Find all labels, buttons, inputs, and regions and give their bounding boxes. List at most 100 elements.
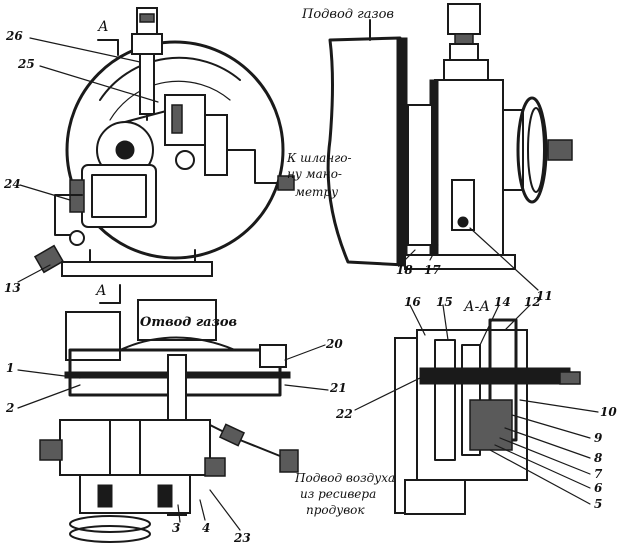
- lower-box-inner: [91, 174, 147, 218]
- leader-21: [284, 384, 329, 391]
- manometer-pipe: [226, 149, 281, 184]
- side-linkage: [451, 179, 475, 231]
- side-valve: [204, 114, 228, 176]
- front-view: [17, 7, 295, 283]
- turbine-dome: [119, 336, 236, 351]
- valve-block: [164, 94, 206, 146]
- leader-11: [469, 227, 539, 291]
- leader-16: [409, 304, 426, 336]
- leader-4: [199, 499, 206, 521]
- leader-14: [479, 304, 500, 346]
- leader-3: [177, 504, 181, 523]
- callout-13: 13: [4, 281, 21, 295]
- section-a-bottom-label: А: [96, 283, 107, 299]
- pivot-circle: [175, 150, 195, 170]
- leader-24: [19, 184, 71, 201]
- leader-13: [17, 264, 51, 283]
- section-aa-title: А-А: [464, 299, 490, 315]
- side-top-cap: [447, 3, 481, 35]
- leader-26: [29, 37, 141, 63]
- callout-4: 4: [202, 521, 211, 535]
- callout-10: 10: [600, 405, 617, 419]
- air-caption-2: из ресивера: [300, 487, 377, 501]
- pulley-groove: [527, 107, 545, 193]
- callout-22: 22: [336, 407, 353, 421]
- leader-9: [511, 414, 591, 439]
- leader-22: [354, 377, 421, 411]
- valve-spring: [171, 104, 183, 134]
- outlet-block: [137, 299, 217, 341]
- leader-20: [284, 344, 326, 361]
- manometer-fitting: [277, 175, 295, 191]
- gauge: [69, 230, 85, 246]
- air-fitting: [279, 449, 299, 473]
- leader-1: [17, 369, 81, 379]
- leader-17: [429, 244, 439, 261]
- right-boss: [259, 344, 287, 368]
- leader-25: [39, 65, 159, 103]
- leader-18: [404, 249, 416, 261]
- aa-base: [404, 479, 466, 515]
- side-base: [404, 254, 516, 270]
- housing-inner-arc: [99, 56, 241, 101]
- left-box: [65, 311, 121, 361]
- leader-15: [442, 304, 449, 341]
- manometer-caption-1: К шланго-: [287, 151, 352, 165]
- callout-11: 11: [536, 289, 553, 303]
- callout-23: 23: [234, 531, 251, 545]
- lower-gear-2: [157, 484, 173, 508]
- lower-gear-1: [97, 484, 113, 508]
- lower-housing: [79, 474, 191, 514]
- air-fitting-2: [204, 457, 226, 477]
- chamber-flange: [396, 37, 408, 264]
- aa-shaft-nut: [559, 371, 581, 385]
- callout-20: 20: [326, 337, 343, 351]
- side-top-neck: [454, 33, 474, 45]
- air-pipe: [209, 424, 286, 459]
- gearbox: [59, 419, 211, 476]
- bottom-pulley-2: [69, 525, 151, 543]
- aa-shaft: [419, 367, 571, 385]
- top-fitting-nut: [139, 13, 155, 23]
- air-caption-1: Подвод воздуха: [295, 471, 396, 485]
- gas-chamber: [326, 36, 407, 267]
- callout-3: 3: [172, 521, 181, 535]
- callout-8: 8: [594, 451, 603, 465]
- front-base: [61, 261, 213, 277]
- callout-14: 14: [494, 295, 511, 309]
- top-flange: [131, 33, 163, 55]
- callout-24: 24: [4, 177, 21, 191]
- callout-9: 9: [594, 431, 603, 445]
- gas-outlet-caption: Отвод газов: [140, 315, 238, 330]
- pulley-outer: [516, 96, 548, 204]
- aa-gear-1: [434, 339, 456, 461]
- callout-21: 21: [330, 381, 347, 395]
- side-adapter: [407, 104, 433, 246]
- plug: [33, 244, 65, 274]
- callout-25: 25: [18, 57, 35, 71]
- leader-6: [494, 444, 591, 489]
- leader-8: [504, 427, 591, 459]
- callout-5: 5: [594, 497, 603, 511]
- side-linkage-pin: [457, 216, 469, 228]
- governor-hub: [115, 140, 135, 160]
- callout-2: 2: [6, 401, 15, 415]
- callout-12: 12: [524, 295, 541, 309]
- section-a-top-label: А: [98, 19, 109, 35]
- callout-17: 17: [424, 263, 441, 277]
- leader-10: [519, 399, 599, 413]
- pulley-nut: [547, 139, 573, 161]
- callout-26: 26: [6, 29, 23, 43]
- leader-23: [209, 489, 241, 531]
- turbine-housing: [68, 348, 282, 397]
- callout-1: 1: [6, 361, 15, 375]
- air-valve: [218, 423, 246, 447]
- gas-inlet-caption: Подвод газов: [302, 7, 394, 22]
- leader-2: [17, 384, 81, 409]
- aa-pump: [469, 399, 513, 451]
- bottom-view: [17, 284, 329, 543]
- bottom-pulley-1: [69, 515, 151, 533]
- callout-7: 7: [594, 467, 603, 481]
- callout-15: 15: [436, 295, 453, 309]
